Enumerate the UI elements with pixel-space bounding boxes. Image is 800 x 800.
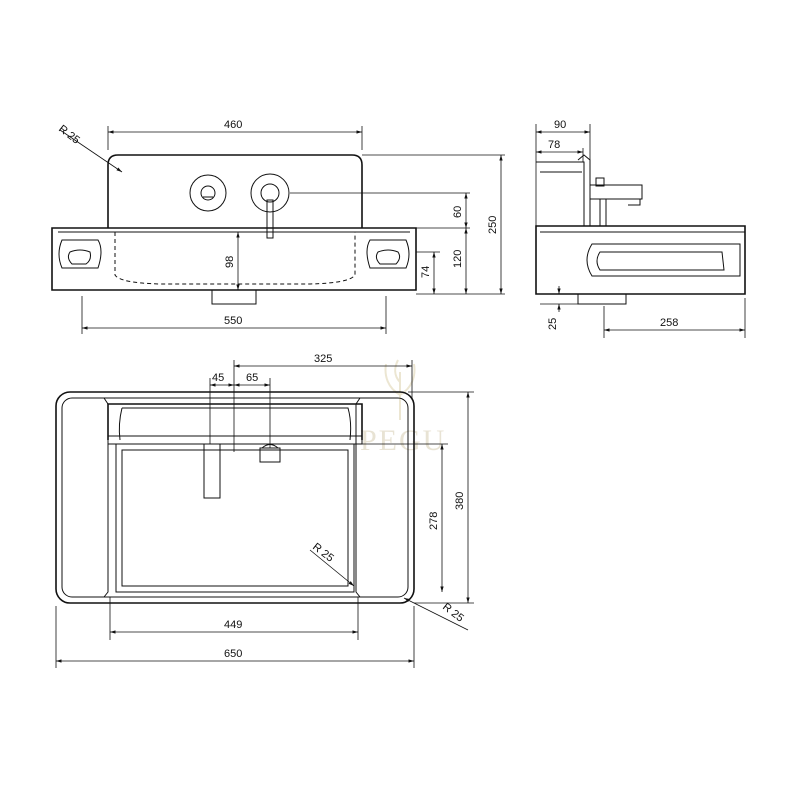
dim-side-length-258: 258 <box>660 317 678 329</box>
dim-front-height-120: 120 <box>452 250 464 268</box>
dim-front-height-total: 250 <box>487 216 499 234</box>
dim-top-width-449: 449 <box>224 619 242 631</box>
dim-front-depth-inner: 98 <box>224 256 236 268</box>
dim-side-depth-78: 78 <box>548 139 560 151</box>
dim-side-drop-25: 25 <box>547 318 559 330</box>
dim-top-offset-65: 65 <box>246 372 258 384</box>
dim-top-depth-380: 380 <box>454 492 466 510</box>
dim-front-depth-74: 74 <box>420 266 432 278</box>
dim-side-depth-90: 90 <box>554 119 566 131</box>
dim-front-radius: R 25 <box>56 123 82 147</box>
dim-top-width-650: 650 <box>224 648 242 660</box>
dim-top-offset-325: 325 <box>314 353 332 365</box>
watermark: PEGU <box>360 359 446 457</box>
dim-top-radius-outer: R 25 <box>440 601 466 625</box>
front-view: R 25 460 550 98 60 74 120 250 <box>51 119 505 334</box>
side-view: 90 78 25 258 <box>535 119 746 338</box>
dim-top-offset-45: 45 <box>212 372 224 384</box>
dim-front-width-bottom: 550 <box>224 315 242 327</box>
dim-top-depth-278: 278 <box>428 512 440 530</box>
top-view: 325 45 65 R 25 R 25 278 380 449 650 <box>55 353 474 668</box>
dim-front-hole-offset: 60 <box>452 206 464 218</box>
watermark-text: PEGU <box>360 424 446 457</box>
leaf-logo-icon <box>384 359 416 420</box>
dim-front-width-top: 460 <box>224 119 242 131</box>
